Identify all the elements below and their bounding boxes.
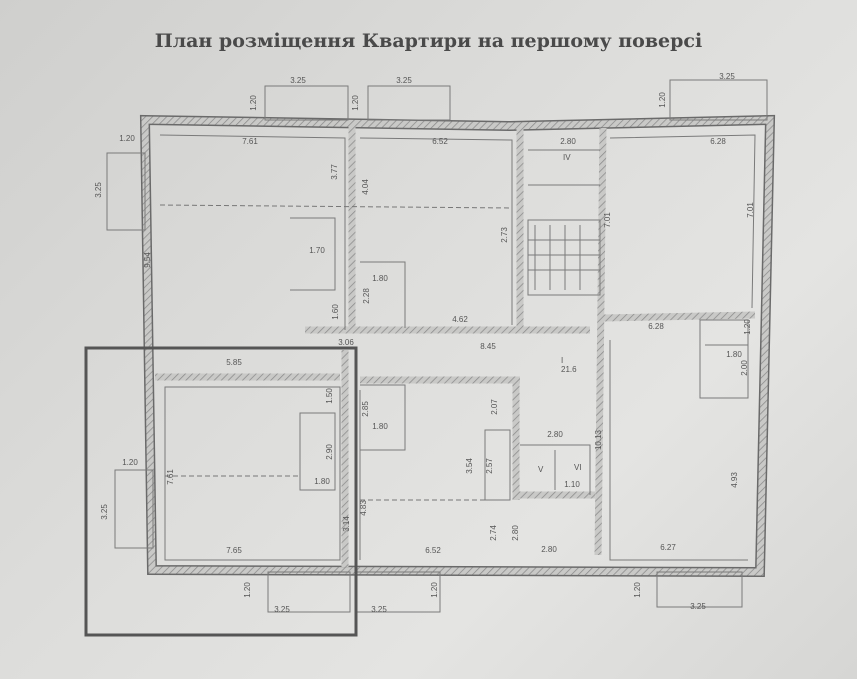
dimension-labels: 3.25 1.20 3.25 1.20 3.25 1.20 1.20 3.25 7.61 6.52… [94, 72, 755, 614]
dimension-label: 2.73 [500, 227, 509, 243]
room-outlines [159, 134, 756, 561]
dimension-label: 7.01 [603, 212, 612, 228]
dimension-label: 3.25 [274, 605, 290, 614]
dimension-label: 3.25 [719, 72, 735, 81]
room-label: I [561, 356, 563, 365]
dimension-label: 1.50 [325, 388, 334, 404]
dimension-label: 8.45 [480, 342, 496, 351]
room-label: V [538, 465, 544, 474]
dimension-label: 6.52 [432, 137, 448, 146]
dimension-label: 4.04 [361, 179, 370, 195]
dimension-label: 1.80 [372, 422, 388, 431]
interior-walls [155, 124, 756, 567]
room-label: 21.6 [561, 365, 577, 374]
dimension-label: 1.20 [743, 319, 752, 335]
dimension-label: 3.54 [465, 458, 474, 474]
dimension-label: 3.14 [342, 516, 351, 532]
dimension-label: 2.80 [541, 545, 557, 554]
dimension-label: 2.80 [560, 137, 576, 146]
dimension-label: 2.90 [325, 444, 334, 460]
dimension-label: 2.57 [485, 458, 494, 474]
dimension-label: 10.13 [594, 429, 603, 450]
dimension-label: 3.77 [330, 164, 339, 180]
dimension-label: 1.20 [119, 134, 135, 143]
dimension-label: 1.80 [314, 477, 330, 486]
dimension-label: 7.61 [166, 469, 175, 485]
dimension-label: 1.70 [309, 246, 325, 255]
dimension-label: 6.27 [660, 543, 676, 552]
dimension-label: 1.20 [351, 95, 360, 111]
dimension-label: 7.01 [746, 202, 755, 218]
dimension-label: 1.20 [122, 458, 138, 467]
dimension-label: 4.62 [452, 315, 468, 324]
dimension-label: 3.06 [338, 338, 354, 347]
dimension-label: 3.25 [100, 504, 109, 520]
dimension-label: 1.10 [564, 480, 580, 489]
dimension-label: 2.85 [361, 401, 370, 417]
dimension-label: 1.80 [726, 350, 742, 359]
dimension-label: 2.80 [547, 430, 563, 439]
dimension-label: 1.60 [331, 304, 340, 320]
dimension-label: 3.25 [396, 76, 412, 85]
dimension-label: 1.20 [430, 582, 439, 598]
dimension-label: 6.28 [710, 137, 726, 146]
dimension-label: 1.20 [658, 92, 667, 108]
dimension-label: 2.74 [489, 525, 498, 541]
dimension-label: 2.00 [740, 360, 749, 376]
room-labels: I21.6 IV V VI [538, 153, 582, 474]
dimension-label: 3.25 [690, 602, 706, 611]
dimension-label: 2.07 [490, 399, 499, 415]
plan-title: План розміщення Квартири на першому пове… [154, 30, 703, 52]
centerlines [159, 204, 513, 501]
dimension-label: 2.80 [511, 525, 520, 541]
dimension-label: 1.20 [243, 582, 252, 598]
outer-walls [139, 114, 776, 578]
dimension-label: 9.54 [143, 252, 152, 268]
dimension-label: 3.25 [290, 76, 306, 85]
dimension-label: 3.25 [371, 605, 387, 614]
room-label: IV [563, 153, 571, 162]
dimension-label: 5.85 [226, 358, 242, 367]
dimension-label: 3.25 [94, 182, 103, 198]
dimension-label: 4.93 [730, 472, 739, 488]
dimension-label: 7.61 [242, 137, 258, 146]
dimension-label: 1.20 [633, 582, 642, 598]
dimension-label: 2.28 [362, 288, 371, 304]
dimension-label: 1.80 [372, 274, 388, 283]
balconies [106, 79, 768, 613]
highlight-frame [84, 346, 358, 637]
dimension-label: 6.52 [425, 546, 441, 555]
dimension-label: 4.83 [359, 500, 368, 516]
room-label: VI [574, 463, 582, 472]
dimension-label: 6.28 [648, 322, 664, 331]
dimension-label: 1.20 [249, 95, 258, 111]
dimension-label: 7.65 [226, 546, 242, 555]
